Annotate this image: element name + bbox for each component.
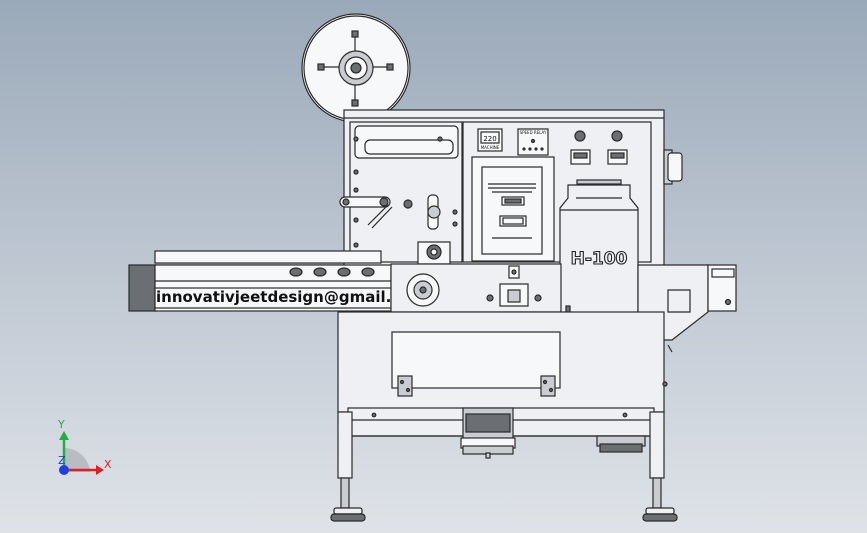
panel-display-value: 220 <box>483 135 496 143</box>
switch-knob-right[interactable] <box>611 130 623 142</box>
x-axis-label: X <box>104 458 112 471</box>
panel-right-label: SPEED RELAY <box>520 130 547 135</box>
side-knob[interactable] <box>663 149 683 185</box>
conveyor-rollers <box>289 267 375 277</box>
gearbox <box>596 435 646 453</box>
z-axis-dot <box>59 465 69 475</box>
control-panel: 220 MACHINE SPEED RELAY <box>471 128 628 262</box>
z-axis-label: Z <box>58 454 66 467</box>
model-label: H-100 <box>571 249 628 269</box>
film-reel <box>301 13 411 123</box>
infeed-conveyor: innovativjeetdesign@gmail.com <box>128 250 426 312</box>
switch-knob-left[interactable] <box>574 130 586 142</box>
axis-triad: X Y Z <box>57 418 112 475</box>
drive-motor <box>460 407 516 459</box>
machine-legs <box>330 411 678 522</box>
panel-small-label: MACHINE <box>481 145 500 150</box>
lower-cabinet <box>337 311 668 437</box>
y-axis-label: Y <box>57 418 65 431</box>
feed-mechanism <box>339 125 459 265</box>
email-watermark: innovativjeetdesign@gmail.com <box>156 288 426 306</box>
